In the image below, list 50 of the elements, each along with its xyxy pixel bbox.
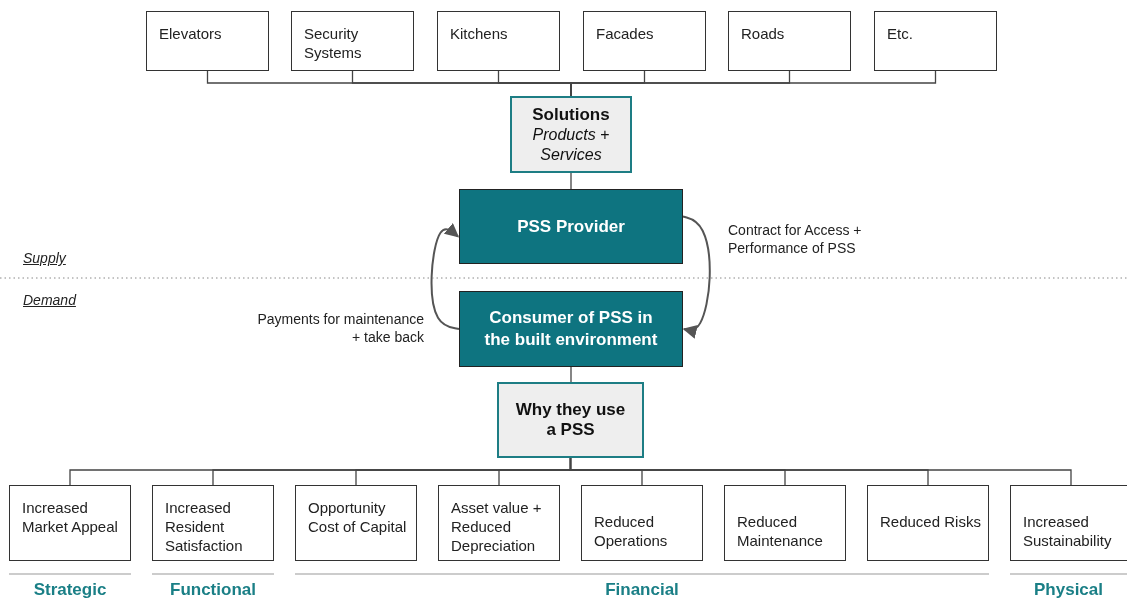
category-box (728, 11, 851, 71)
category-box (583, 11, 706, 71)
box-label: Increased Sustainability (1023, 512, 1113, 550)
box-label: Asset value + Reduced Depreciation (451, 498, 543, 555)
category-box (724, 485, 846, 561)
summary-box (510, 96, 632, 173)
box-label: Consumer of PSS in the built environment (483, 307, 659, 351)
edge-label: Payments for maintenance + take back (256, 310, 424, 346)
group-label: Strategic (32, 581, 108, 599)
section-label: Supply (23, 249, 66, 267)
box-subtitle: Products + Services (531, 124, 611, 165)
edge-label: Contract for Access + Performance of PSS (728, 221, 863, 257)
box-label: Why they use a PSS (514, 400, 627, 440)
category-box (9, 485, 131, 561)
category-box (295, 485, 417, 561)
section-label: Demand (23, 291, 76, 309)
group-label: Financial (604, 581, 680, 599)
group-label: Physical (1033, 581, 1104, 599)
box-label: Security Systems (304, 24, 363, 62)
curved-arrow (430, 223, 460, 330)
category-box (581, 485, 703, 561)
category-box (152, 485, 274, 561)
box-label: Increased Market Appeal (22, 498, 119, 536)
category-box (146, 11, 269, 71)
box-label: Facades (596, 24, 655, 43)
box-label: Kitchens (450, 24, 509, 43)
box-label: PSS Provider (517, 215, 625, 238)
connector-line (569, 457, 1072, 486)
box-label: Reduced Risks (880, 512, 982, 531)
group-label: Functional (169, 581, 257, 599)
box-label: Opportunity Cost of Capital (308, 498, 408, 536)
category-box (867, 485, 989, 561)
connector-line (570, 172, 572, 190)
category-box (1010, 485, 1127, 561)
box-label: Roads (741, 24, 786, 43)
category-box (291, 11, 414, 71)
actor-box (459, 189, 683, 264)
box-label: Reduced Maintenance (737, 512, 824, 550)
box-label: Increased Resident Satisfaction (165, 498, 244, 555)
box-label: Elevators (159, 24, 223, 43)
category-box (437, 11, 560, 71)
curved-arrow (682, 215, 711, 339)
box-label: Solutions (532, 104, 610, 125)
category-box (438, 485, 560, 561)
actor-box (459, 291, 683, 367)
summary-box (497, 382, 644, 458)
box-label: Etc. (887, 24, 914, 43)
category-box (874, 11, 997, 71)
connector-line (570, 366, 572, 383)
box-label: Reduced Operations (594, 512, 669, 550)
